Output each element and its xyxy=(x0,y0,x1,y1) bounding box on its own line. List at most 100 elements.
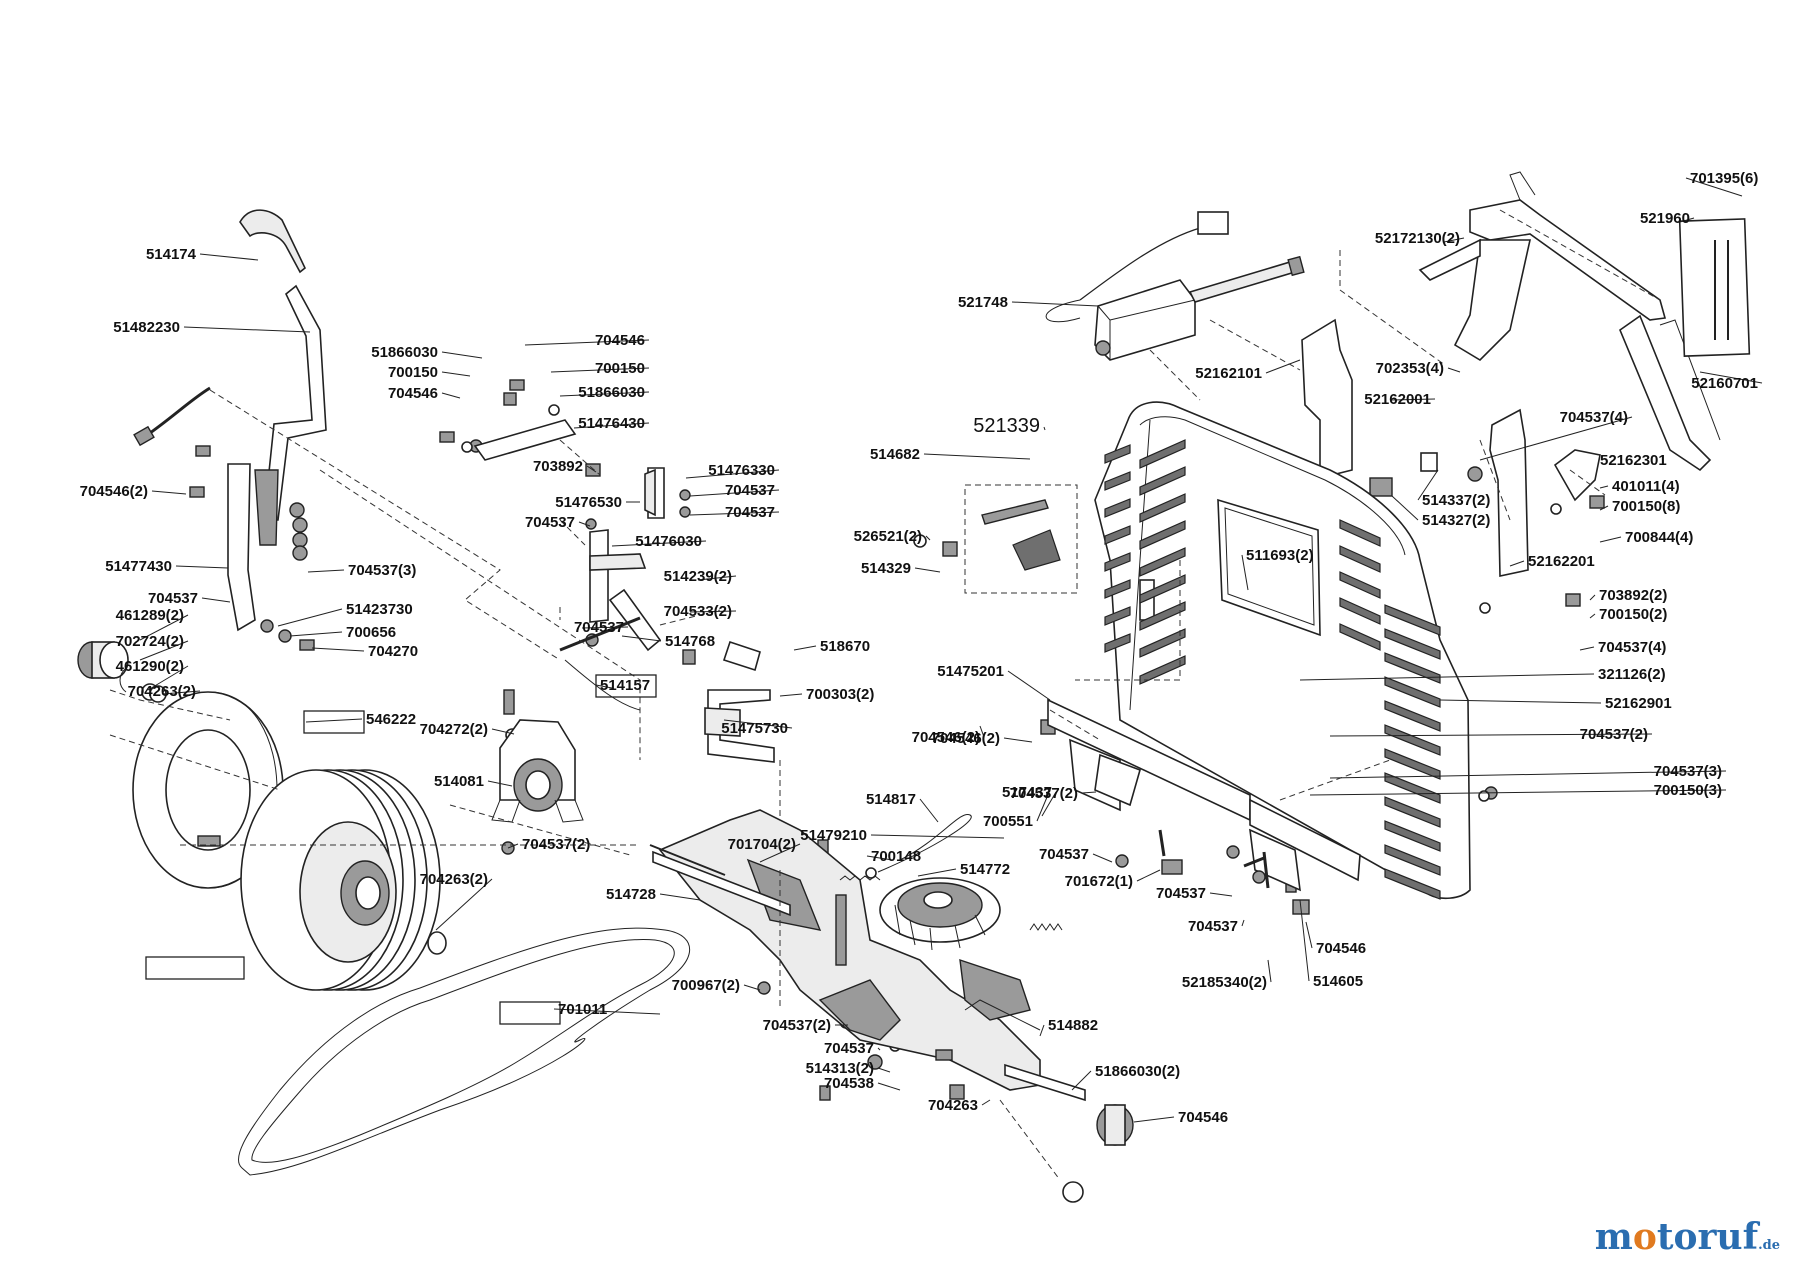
part-label: 704537 xyxy=(725,482,775,499)
part-label: 701395(6) xyxy=(1690,170,1758,187)
spring-icon xyxy=(1029,923,1063,931)
panel-slot xyxy=(1339,571,1381,599)
part-label: 52172130(2) xyxy=(1375,230,1460,247)
leader-line xyxy=(1685,177,1743,197)
part-label: 51476330 xyxy=(708,462,775,479)
panel-slot xyxy=(1139,493,1186,523)
part-label: 51475201 xyxy=(937,663,1004,680)
part-label: 51866030 xyxy=(371,344,438,361)
leader-line xyxy=(621,635,662,642)
part-label: 52160701 xyxy=(1691,375,1758,392)
belt-icon xyxy=(237,927,690,1176)
leader-line xyxy=(1039,1024,1045,1037)
part-label: 704537(3) xyxy=(348,562,416,579)
leader-line xyxy=(1389,398,1436,401)
leader-line xyxy=(1599,485,1609,489)
panel-slot xyxy=(1339,519,1381,547)
part-label: 52162201 xyxy=(1528,553,1595,570)
part-label: 514768 xyxy=(665,633,715,650)
part-label: 700150 xyxy=(595,360,645,377)
brand-logo: motoruf.de xyxy=(1595,1216,1780,1258)
panel-slot xyxy=(1384,748,1441,780)
part-label: 51476430 xyxy=(578,415,645,432)
washer-icon xyxy=(141,404,1562,1203)
leader-line xyxy=(550,367,650,373)
leader-line xyxy=(595,684,613,689)
part-label: 701011 xyxy=(558,1001,607,1018)
part-label: 51476030 xyxy=(635,533,702,550)
part-label: 704263(2) xyxy=(128,683,196,700)
leader-line xyxy=(1417,469,1439,501)
leader-line xyxy=(1509,560,1525,567)
part-label: 514313(2) xyxy=(806,1060,874,1077)
part-label: 514327(2) xyxy=(1422,512,1490,529)
part-label: 52162301 xyxy=(1600,452,1667,469)
leader-line xyxy=(1589,613,1596,619)
part-label: 704537 xyxy=(574,619,624,636)
leader-line xyxy=(1265,359,1301,374)
panel-slot xyxy=(1139,574,1186,604)
leader-line xyxy=(1579,646,1595,651)
part-label: 704538 xyxy=(824,1075,874,1092)
part-label: 704546 xyxy=(1178,1109,1228,1126)
panel-slot xyxy=(1104,552,1131,572)
part-label: 704263 xyxy=(928,1097,978,1114)
panel-slot xyxy=(1139,466,1186,496)
leader-line xyxy=(277,608,343,627)
panel-slot xyxy=(1139,601,1186,631)
leader-line xyxy=(573,422,650,429)
part-label: 51866030(2) xyxy=(1095,1063,1180,1080)
part-label: 704537(2) xyxy=(522,836,590,853)
leader-line xyxy=(1007,670,1051,701)
leader-line xyxy=(1329,733,1653,737)
leader-line xyxy=(1309,789,1727,796)
leader-line xyxy=(1447,367,1461,373)
leader-line xyxy=(1479,416,1633,461)
leader-line xyxy=(1071,1070,1092,1091)
leader-line xyxy=(435,878,493,931)
panel-slot xyxy=(1384,628,1441,660)
part-label: 514817 xyxy=(866,791,916,808)
panel-slot xyxy=(1104,525,1131,545)
leader-line xyxy=(441,392,461,399)
leader-line xyxy=(1439,699,1602,704)
bracket-icon xyxy=(1418,171,1751,472)
parts-drawing xyxy=(77,171,1751,1203)
brand-m: m xyxy=(1594,1216,1633,1258)
part-label: 511693(2) xyxy=(1246,547,1314,564)
leader-line xyxy=(1003,737,1033,743)
part-label: 521960 xyxy=(1640,210,1690,227)
part-label: 704546(2) xyxy=(932,730,1000,747)
panel-slot xyxy=(1384,844,1441,876)
part-label: 702353(4) xyxy=(1376,360,1444,377)
leader-line xyxy=(289,631,343,637)
part-label: 704270 xyxy=(368,643,418,660)
leader-line xyxy=(866,855,893,861)
leader-line xyxy=(689,489,780,497)
assembly-lines xyxy=(109,209,1661,1181)
panel-slot xyxy=(1384,772,1441,804)
leader-line xyxy=(1041,791,1057,817)
part-label: 517437 xyxy=(1002,784,1052,801)
part-label: 704537 xyxy=(525,514,575,531)
part-label: 514081 xyxy=(434,773,484,790)
actuator-icon xyxy=(1045,211,1305,361)
part-label: 704263(2) xyxy=(420,871,488,888)
leader-line xyxy=(743,984,761,991)
part-label: 704546 xyxy=(1316,940,1366,957)
bearing-icon xyxy=(77,641,129,693)
rear-panel-icon xyxy=(1094,401,1471,900)
leader-line xyxy=(151,490,187,495)
panel-slot xyxy=(1384,652,1441,684)
part-label: 51479210 xyxy=(800,827,867,844)
leader-line xyxy=(1043,426,1046,431)
panel-slot xyxy=(1384,700,1441,732)
part-label: 521339 xyxy=(973,415,1040,437)
leader-line xyxy=(685,469,780,479)
leader-line xyxy=(1305,921,1313,949)
leader-line xyxy=(779,693,803,697)
part-label: 704546 xyxy=(595,332,645,349)
part-label: 514337(2) xyxy=(1422,492,1490,509)
part-label: 514728 xyxy=(606,886,656,903)
leader-line xyxy=(1299,899,1310,982)
